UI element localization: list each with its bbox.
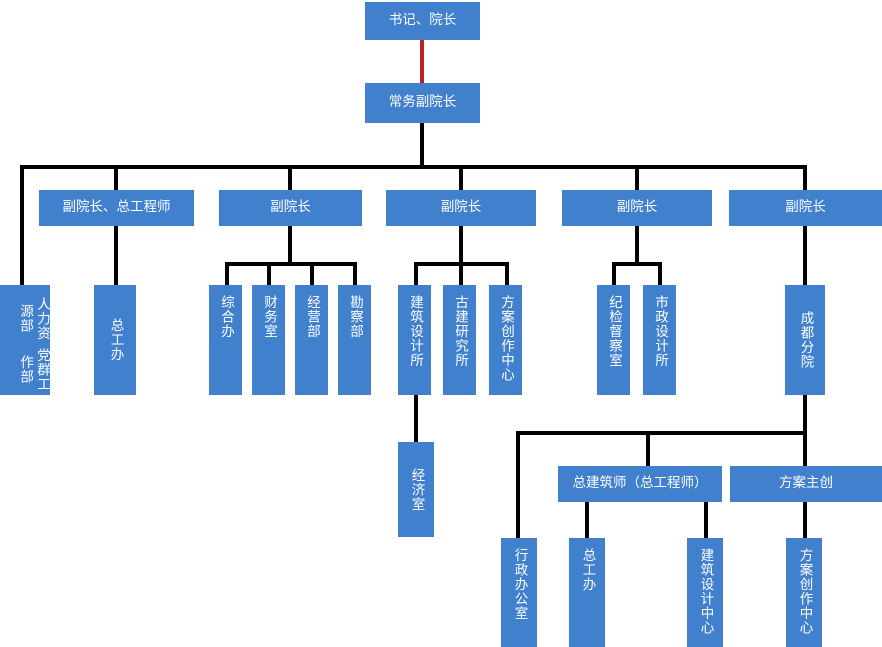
connector-arch-to-econ [414,395,418,442]
node-chengdu-branch[interactable]: 成都分院 [785,285,825,395]
node-architectural-design-center[interactable]: 建筑设计中心 [687,538,723,647]
node-architectural-design-institute[interactable]: 建筑设计所 [398,285,431,395]
node-branch-scheme-creation-center[interactable]: 方案创作中心 [786,538,822,647]
node-ancient-architecture-institute[interactable]: 古建研究所 [443,285,476,395]
node-general-office[interactable]: 综合办 [209,285,242,395]
node-municipal-design-institute[interactable]: 市政设计所 [643,285,676,395]
node-vp-4[interactable]: 副院长 [562,190,712,226]
node-finance-office[interactable]: 财务室 [252,285,285,395]
node-top-leader[interactable]: 书记、院长 [365,2,480,40]
node-discipline-inspection-office[interactable]: 纪检督察室 [597,285,630,395]
node-scheme-creation-center[interactable]: 方案创作中心 [489,285,522,395]
node-vp-3[interactable]: 副院长 [386,190,536,226]
node-hr-label: 人力资源部 [17,296,50,341]
connector-chengdu-to-chief [646,431,650,466]
connector-chief-to-archcenter [704,502,708,538]
node-chief-architect[interactable]: 总建筑师（总工程师） [558,466,722,502]
connector-bar-to-vp5 [803,165,807,190]
node-vp-2[interactable]: 副院长 [219,190,362,226]
connector-vp2-c3 [310,262,314,285]
connector-chengdu-down [803,395,807,435]
connector-main-bar [20,165,807,169]
connector-vp2-c2 [267,262,271,285]
connector-vp4-c2 [658,262,662,285]
connector-chengdu-to-admin [516,431,520,538]
node-administrative-office[interactable]: 行政办公室 [501,538,537,647]
connector-bar-to-hr [20,165,24,285]
node-operations-dept[interactable]: 经营部 [295,285,328,395]
connector-vp4-bar [612,262,662,266]
connector-vp3-down [459,226,463,264]
connector-chengdu-bar [516,431,807,435]
node-branch-general-engineering-office[interactable]: 总工办 [569,538,605,647]
node-scheme-lead[interactable]: 方案主创 [730,466,882,502]
node-survey-dept[interactable]: 勘察部 [338,285,371,395]
connector-chengdu-to-scheme [803,431,807,466]
connector-vp1-to-zgb [114,226,118,285]
connector-top-red [420,38,424,83]
connector-vp4-c1 [612,262,616,285]
connector-scheme-to-center [803,502,807,538]
node-general-engineering-office[interactable]: 总工办 [94,285,136,395]
node-vp-1[interactable]: 副院长、总工程师 [39,190,194,226]
connector-vp3-c3 [505,262,509,285]
node-hr-and-party[interactable]: 人力资源部 党群工作部 [0,285,50,395]
node-vp-5[interactable]: 副院长 [729,190,882,226]
connector-bar-to-vp4 [635,165,639,190]
connector-vp2-bar [225,262,357,266]
connector-vp3-c1 [414,262,418,285]
connector-bar-to-vp3 [459,165,463,190]
connector-exec-down [420,122,424,168]
node-executive-vp[interactable]: 常务副院长 [365,83,480,123]
connector-bar-to-vp2 [288,165,292,190]
node-party-label: 党群工作部 [17,347,50,392]
node-economics-office[interactable]: 经济室 [398,442,434,537]
connector-vp3-c2 [459,262,463,285]
connector-vp4-down [635,226,639,264]
connector-vp5-to-chengdu [803,226,807,285]
connector-vp2-c4 [353,262,357,285]
connector-bar-to-vp1 [114,165,118,190]
connector-vp2-c1 [225,262,229,285]
connector-chief-to-zgb [585,502,589,538]
connector-vp2-down [288,226,292,264]
